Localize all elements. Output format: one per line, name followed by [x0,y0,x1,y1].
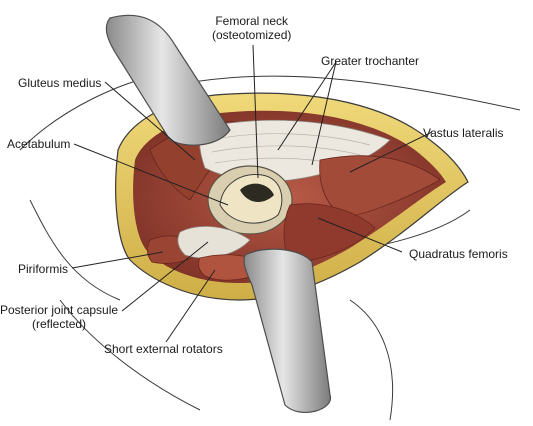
label-acetabulum: Acetabulum [7,137,71,151]
label-femoral-neck: Femoral neck (osteotomized) [212,14,291,42]
upper-retractor [105,14,231,146]
label-gluteus-medius: Gluteus medius [18,76,102,90]
label-short-external-rotators: Short external rotators [104,342,223,356]
label-quadratus-femoris: Quadratus femoris [409,247,508,261]
label-posterior-joint-capsule-title: Posterior joint capsule [0,303,119,317]
label-greater-trochanter: Greater trochanter [321,54,420,68]
label-femoral-neck-title: Femoral neck [215,14,289,28]
label-vastus-lateralis: Vastus lateralis [423,126,504,140]
label-posterior-joint-capsule-sub: (reflected) [32,317,87,331]
label-piriformis: Piriformis [18,262,68,276]
quadratus-femoris-muscle [283,203,376,263]
label-posterior-joint-capsule: Posterior joint capsule (reflected) [0,303,118,331]
label-femoral-neck-sub: (osteotomized) [212,28,292,42]
femoral-neck-cut [240,183,274,202]
lower-retractor [243,248,331,414]
leader-lines [71,44,433,343]
